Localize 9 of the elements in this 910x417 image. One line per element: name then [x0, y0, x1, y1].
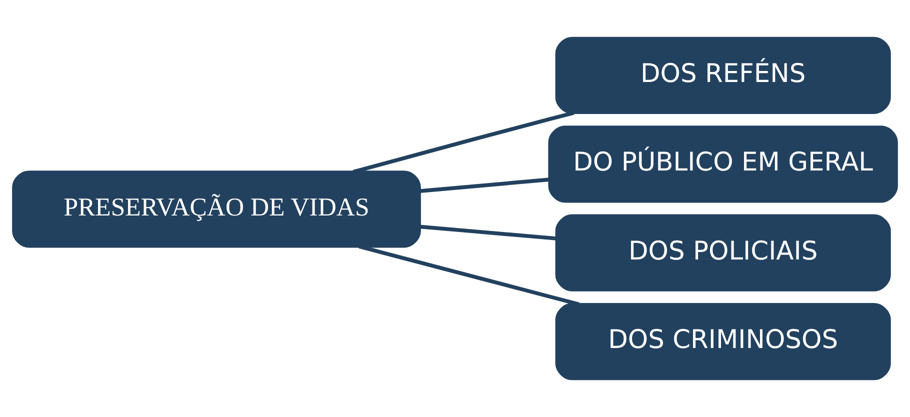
connector — [358, 244, 580, 306]
node-box: DOS REFÉNS — [555, 36, 891, 114]
node-box: PRESERVAÇÃO DE VIDAS — [12, 170, 421, 248]
node-box: DO PÚBLICO EM GERAL — [548, 126, 898, 203]
connector — [420, 224, 557, 240]
node-box: DOS CRIMINOSOS — [555, 303, 891, 380]
connector — [352, 110, 574, 174]
connector — [420, 178, 550, 194]
node-box: DOS POLICIAIS — [555, 214, 891, 292]
